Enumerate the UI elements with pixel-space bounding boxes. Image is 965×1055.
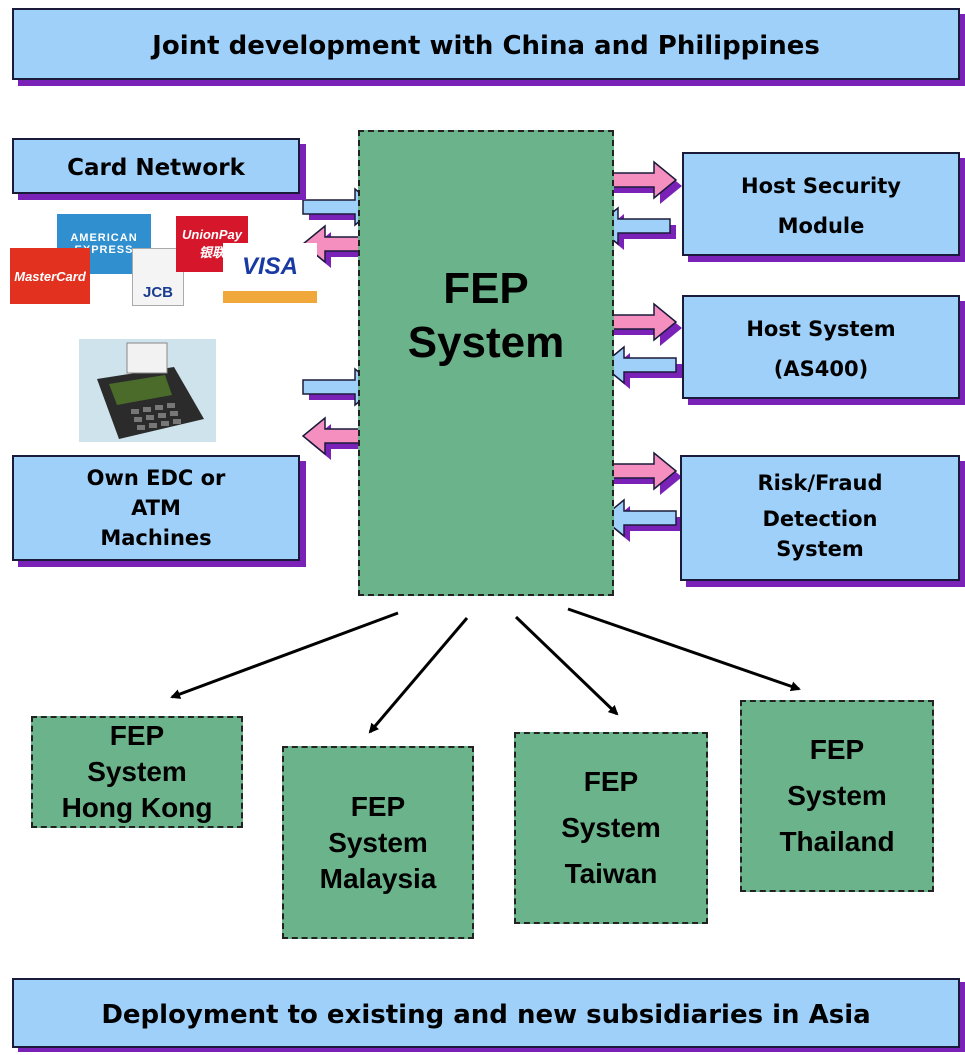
connector-thailand xyxy=(567,607,801,692)
own-edc-line2: ATM xyxy=(131,496,181,520)
arrow-fep-to-risk xyxy=(601,451,682,495)
fep-thailand-box: FEP System Thailand xyxy=(740,700,934,892)
arrow-fep-to-hsm xyxy=(601,160,682,204)
fep-central-line2: System xyxy=(407,318,565,367)
host-security-line2: Module xyxy=(777,214,865,238)
fep-hong-kong-box: FEP System Hong Kong xyxy=(31,716,243,828)
host-security-line1: Host Security xyxy=(741,174,901,198)
top-banner: Joint development with China and Philipp… xyxy=(12,8,960,80)
host-security-module-box: Host Security Module xyxy=(682,152,960,256)
mastercard-logo: MasterCard xyxy=(10,248,90,304)
host-system-line2: (AS400) xyxy=(773,357,869,381)
fep-central-line1: FEP xyxy=(443,264,529,313)
card-network-label: Card Network xyxy=(67,155,245,181)
own-edc-line1: Own EDC or xyxy=(86,466,226,490)
arrow-risk-to-fep xyxy=(600,498,682,542)
visa-logo: VISA xyxy=(223,243,317,303)
own-edc-atm-box: Own EDC or ATM Machines xyxy=(12,455,300,561)
fep-malaysia-box: FEP System Malaysia xyxy=(282,746,474,939)
connector-malaysia xyxy=(368,617,469,734)
risk-fraud-line1: Risk/Fraud xyxy=(757,471,883,495)
connector-hong-kong xyxy=(170,611,399,699)
jcb-logo: JCB xyxy=(132,248,184,306)
bottom-banner-text: Deployment to existing and new subsidiar… xyxy=(101,1000,871,1030)
risk-fraud-line2: Detection xyxy=(762,507,878,531)
host-system-line1: Host System xyxy=(746,317,896,341)
arrow-fep-to-host xyxy=(601,302,682,346)
fep-system-central: FEP System xyxy=(358,130,614,596)
arrow-host-to-fep xyxy=(600,345,682,389)
risk-fraud-box: Risk/Fraud Detection System xyxy=(680,455,960,581)
top-banner-text: Joint development with China and Philipp… xyxy=(152,31,820,61)
card-network-box: Card Network xyxy=(12,138,300,194)
connector-taiwan xyxy=(514,615,619,716)
own-edc-line3: Machines xyxy=(100,526,212,550)
edc-terminal-image xyxy=(79,339,216,442)
fep-taiwan-box: FEP System Taiwan xyxy=(514,732,708,924)
risk-fraud-line3: System xyxy=(776,537,864,561)
bottom-banner: Deployment to existing and new subsidiar… xyxy=(12,978,960,1048)
host-system-box: Host System (AS400) xyxy=(682,295,960,399)
